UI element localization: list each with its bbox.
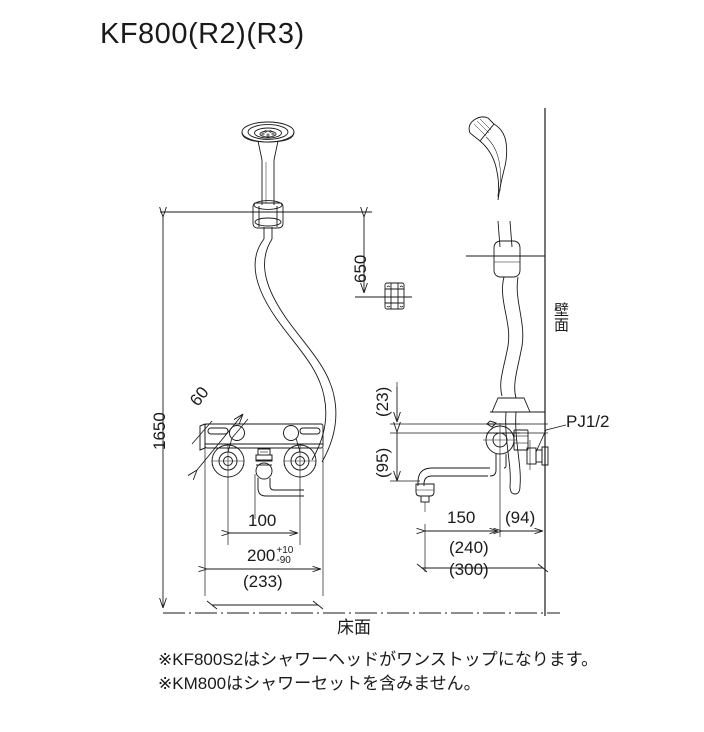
shower-head-front bbox=[241, 121, 295, 239]
wall-surface-label: 壁面 bbox=[553, 302, 569, 335]
dimension-650 bbox=[355, 217, 412, 298]
dimension-label-200: 200+10-90 bbox=[247, 544, 294, 567]
dimension-label-94: (94) bbox=[505, 508, 536, 527]
dimension-label-95: (95) bbox=[373, 447, 392, 478]
shower-bracket-detail bbox=[384, 282, 405, 310]
mixer-body-front bbox=[199, 423, 324, 497]
footnote-2: ※KM800はシャワーセットを含みません。 bbox=[158, 674, 481, 694]
pj-leader-line bbox=[535, 424, 567, 453]
shower-hose bbox=[254, 238, 337, 463]
dimension-150-94 bbox=[425, 457, 543, 537]
page-title: KF800(R2)(R3) bbox=[100, 18, 305, 50]
hand-shower-side bbox=[466, 116, 545, 495]
tolerance-minus: -90 bbox=[276, 554, 291, 566]
dimension-240: (240) bbox=[449, 538, 489, 557]
dimension-label-100: 100 bbox=[248, 511, 277, 530]
dimension-23-95 bbox=[390, 382, 548, 482]
dimension-label-650: 650 bbox=[351, 254, 370, 283]
floor-surface-label: 床面 bbox=[337, 618, 371, 637]
footnote-1: ※KF800S2はシャワーヘッドがワンストップになります。 bbox=[158, 650, 599, 669]
dimension-240-300 bbox=[416, 537, 549, 573]
dimension-label-1650: 1650 bbox=[150, 412, 169, 450]
dimension-label-150: 150 bbox=[447, 508, 476, 527]
dimension-1650 bbox=[160, 212, 372, 608]
thread-spec-label: PJ1/2 bbox=[566, 412, 610, 431]
dimension-label-240-300: (240) (300) bbox=[449, 537, 489, 581]
dimension-label-23: (23) bbox=[373, 386, 392, 417]
dimension-200-tolerance: +10-90 bbox=[276, 544, 294, 566]
dimension-300: (300) bbox=[449, 559, 489, 579]
footnotes-block: ※KF800S2はシャワーヘッドがワンストップになります。 ※KM800はシャワ… bbox=[158, 648, 598, 696]
tolerance-plus: +10 bbox=[276, 544, 294, 556]
dimension-label-233: (233) bbox=[243, 572, 283, 591]
dimension-200-value: 200 bbox=[247, 546, 276, 565]
faucet-side-elevation bbox=[415, 420, 549, 512]
